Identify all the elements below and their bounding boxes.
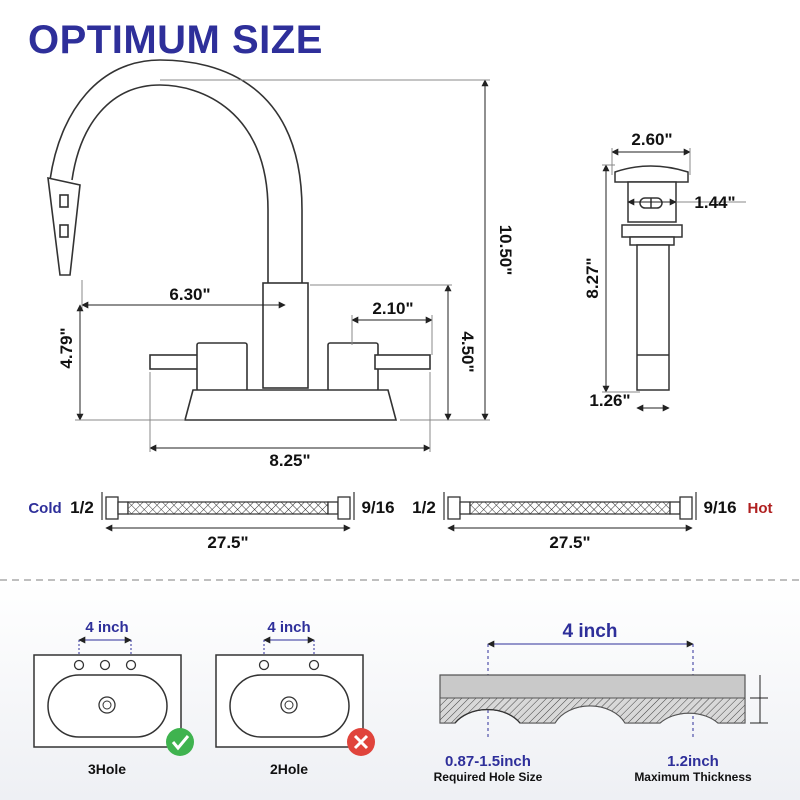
sink-2hole-label: 2Hole — [270, 761, 308, 777]
hot-left-fitting-label: 1/2 — [412, 498, 436, 517]
hole-size-value: 0.87-1.5inch — [445, 753, 531, 770]
sink-2hole-spacing-label: 4 inch — [267, 619, 310, 636]
sink-2hole: 4 inch 2Hole — [215, 619, 375, 777]
hot-label: Hot — [748, 500, 773, 517]
faucet-dimension-lines — [75, 79, 490, 452]
check-icon — [166, 728, 194, 756]
drain-body-width-label: 1.44" — [694, 193, 735, 212]
page-title: OPTIMUM SIZE — [28, 18, 323, 62]
drain-cap-width-label: 2.60" — [631, 130, 672, 149]
base-width-label: 8.25" — [269, 451, 310, 470]
sink-3hole-spacing-label: 4 inch — [85, 619, 128, 636]
cold-length-label: 27.5" — [207, 533, 248, 552]
faucet-drawing — [47, 59, 431, 421]
faucet-height-label: 10.50" — [496, 225, 515, 276]
countertop-cross-section: 4 inch 0.87-1.5inch Required Hole Size 1… — [434, 621, 768, 784]
hole-size-caption: Required Hole Size — [434, 770, 543, 784]
hot-right-fitting-label: 9/16 — [703, 498, 736, 517]
drain-drawing — [614, 165, 689, 391]
faucet-reach-label: 6.30" — [169, 285, 210, 304]
spout-height-label: 4.79" — [57, 327, 76, 368]
cold-right-fitting-label: 9/16 — [361, 498, 394, 517]
thickness-caption: Maximum Thickness — [634, 770, 752, 784]
cold-label: Cold — [28, 500, 61, 517]
cold-hose: Cold 1/2 9/16 27.5" — [28, 492, 395, 552]
cross-section-spacing-label: 4 inch — [563, 621, 618, 642]
drain-bottom-width-label: 1.26" — [589, 391, 630, 410]
drain-dimension-lines — [602, 148, 746, 412]
thickness-value: 1.2inch — [667, 753, 719, 770]
hot-length-label: 27.5" — [549, 533, 590, 552]
cold-left-fitting-label: 1/2 — [70, 498, 94, 517]
handle-spacing-label: 2.10" — [372, 299, 413, 318]
drain-height-label: 8.27" — [583, 257, 602, 298]
hot-hose: 1/2 9/16 Hot 27.5" — [412, 492, 773, 552]
sink-3hole: 4 inch 3Hole — [33, 619, 194, 777]
handle-height-label: 4.50" — [458, 331, 477, 372]
sink-3hole-label: 3Hole — [88, 761, 126, 777]
